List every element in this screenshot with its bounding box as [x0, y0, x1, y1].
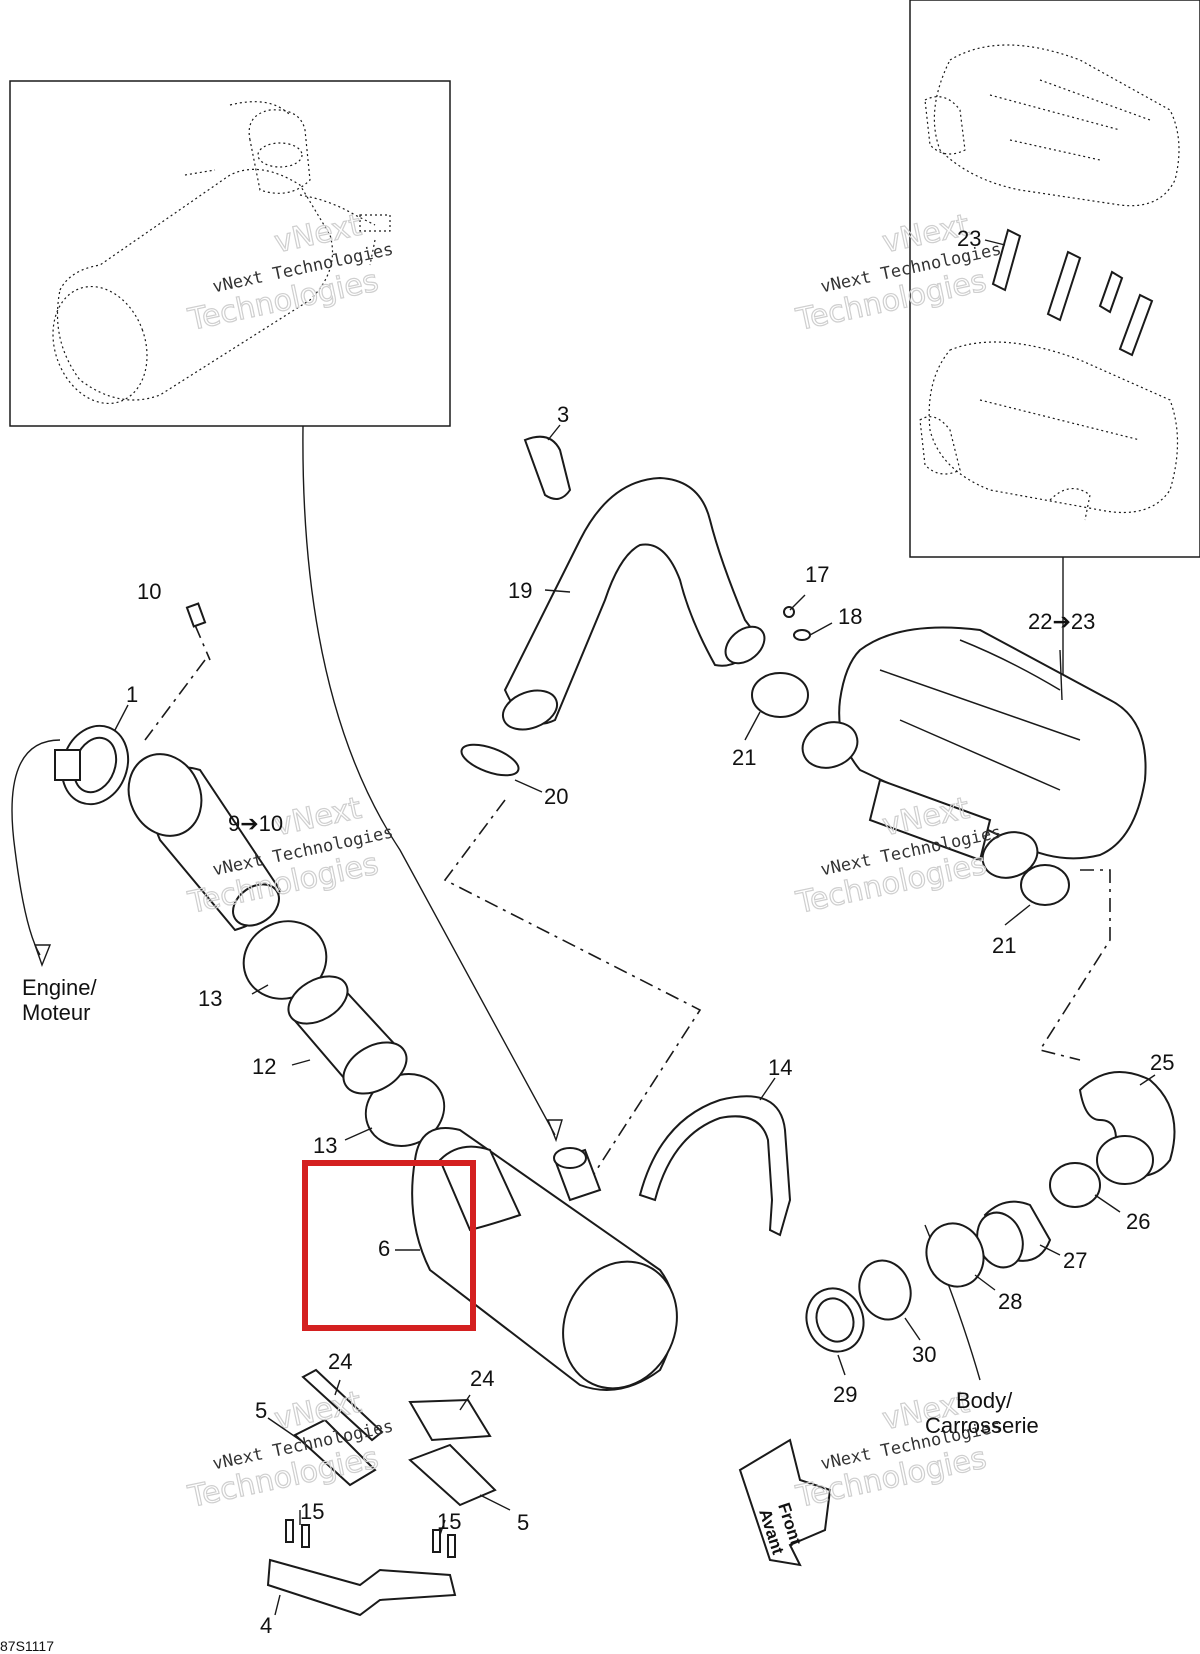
part-17-screw [783, 606, 795, 618]
text-labels: Engine/ Moteur Body/ Carrosserie Front A… [0, 975, 1039, 1654]
connection-lines [11, 425, 1111, 1381]
callout-24-right: 24 [470, 1366, 494, 1391]
callout-14: 14 [768, 1055, 792, 1080]
part-1-clamp [54, 724, 130, 806]
callout-10: 10 [137, 579, 161, 604]
callout-22-23: 22➔23 [1028, 609, 1095, 634]
watermark-1: vNext vNext Technologies Technologies [184, 207, 395, 338]
part-21-clamp-upper [751, 672, 809, 718]
front-arrow [738, 1438, 832, 1567]
part-6-muffler [411, 1127, 678, 1391]
watermark-2: vNext vNext Technologies Technologies [792, 207, 1003, 338]
highlight-box [302, 1160, 476, 1331]
inset-silencer-top [933, 44, 1180, 207]
callout-4: 4 [260, 1613, 272, 1638]
body-label-fr: Carrosserie [925, 1413, 1039, 1438]
part-4-skid-plate [266, 1558, 457, 1617]
callout-29: 29 [833, 1382, 857, 1407]
callout-15-right: 15 [437, 1509, 461, 1534]
callout-3: 3 [557, 402, 569, 427]
part-26-clamp [1049, 1162, 1101, 1208]
part-22-silencer [801, 626, 1147, 879]
part-3-gasket [523, 435, 572, 500]
callout-labels: 1 3 4 5 5 6 9➔10 10 12 13 13 14 15 15 17… [126, 226, 1174, 1638]
callout-27: 27 [1063, 1248, 1087, 1273]
inset-silencer-bottom [928, 341, 1179, 513]
callout-5-right: 5 [517, 1510, 529, 1535]
callout-15-left: 15 [300, 1499, 324, 1524]
body-label-en: Body/ [956, 1388, 1013, 1413]
part-9-manifold-pipe [127, 753, 282, 932]
part-24-pad-left [301, 1368, 384, 1442]
engine-label-en: Engine/ [22, 975, 98, 1000]
inset-silencer-detail [909, 0, 1200, 558]
callout-21-lower: 21 [992, 933, 1016, 958]
callout-19: 19 [508, 578, 532, 603]
callout-6: 6 [378, 1236, 390, 1261]
watermark-5: vNext vNext Technologies Technologies [184, 1384, 395, 1515]
callout-30: 30 [912, 1342, 936, 1367]
part-19-hose [501, 476, 766, 731]
callout-18: 18 [838, 604, 862, 629]
part-14-strap [638, 1095, 792, 1237]
callout-leaders [114, 239, 1156, 1616]
part-5-bracket-left [293, 1418, 377, 1487]
callout-23: 23 [957, 226, 981, 251]
parts [54, 435, 1176, 1617]
part-15-screws [285, 1519, 456, 1558]
callout-21-upper: 21 [732, 745, 756, 770]
callout-9-10: 9➔10 [228, 811, 283, 836]
callout-26: 26 [1126, 1209, 1150, 1234]
inset-muffler-detail [9, 80, 451, 427]
callout-13-lower: 13 [313, 1133, 337, 1158]
part-20-gasket [460, 743, 520, 777]
part-21-clamp-lower [1020, 864, 1070, 906]
part-5-bracket-right [408, 1443, 497, 1507]
part-12-sleeve [287, 975, 408, 1095]
inset-strips [991, 228, 1154, 357]
callout-5-left: 5 [255, 1398, 267, 1423]
callout-20: 20 [544, 784, 568, 809]
part-28-gasket [925, 1222, 985, 1288]
part-29-nut [805, 1287, 865, 1353]
part-10-stud [185, 602, 207, 628]
part-25-elbow [1078, 1071, 1176, 1185]
callout-17: 17 [805, 562, 829, 587]
part-18-washer [793, 629, 811, 641]
callout-12: 12 [252, 1054, 276, 1079]
callout-24-left: 24 [328, 1349, 352, 1374]
part-30-ring [858, 1259, 912, 1321]
callout-1: 1 [126, 682, 138, 707]
callout-13-upper: 13 [198, 986, 222, 1011]
engine-label-fr: Moteur [22, 1000, 90, 1025]
diagram-code: 87S1117 [0, 1638, 54, 1654]
callout-25: 25 [1150, 1050, 1174, 1075]
inset-muffler-body [56, 168, 334, 401]
callout-28: 28 [998, 1289, 1022, 1314]
part-27-fitting [976, 1200, 1052, 1269]
part-24-pad-right [408, 1398, 492, 1442]
